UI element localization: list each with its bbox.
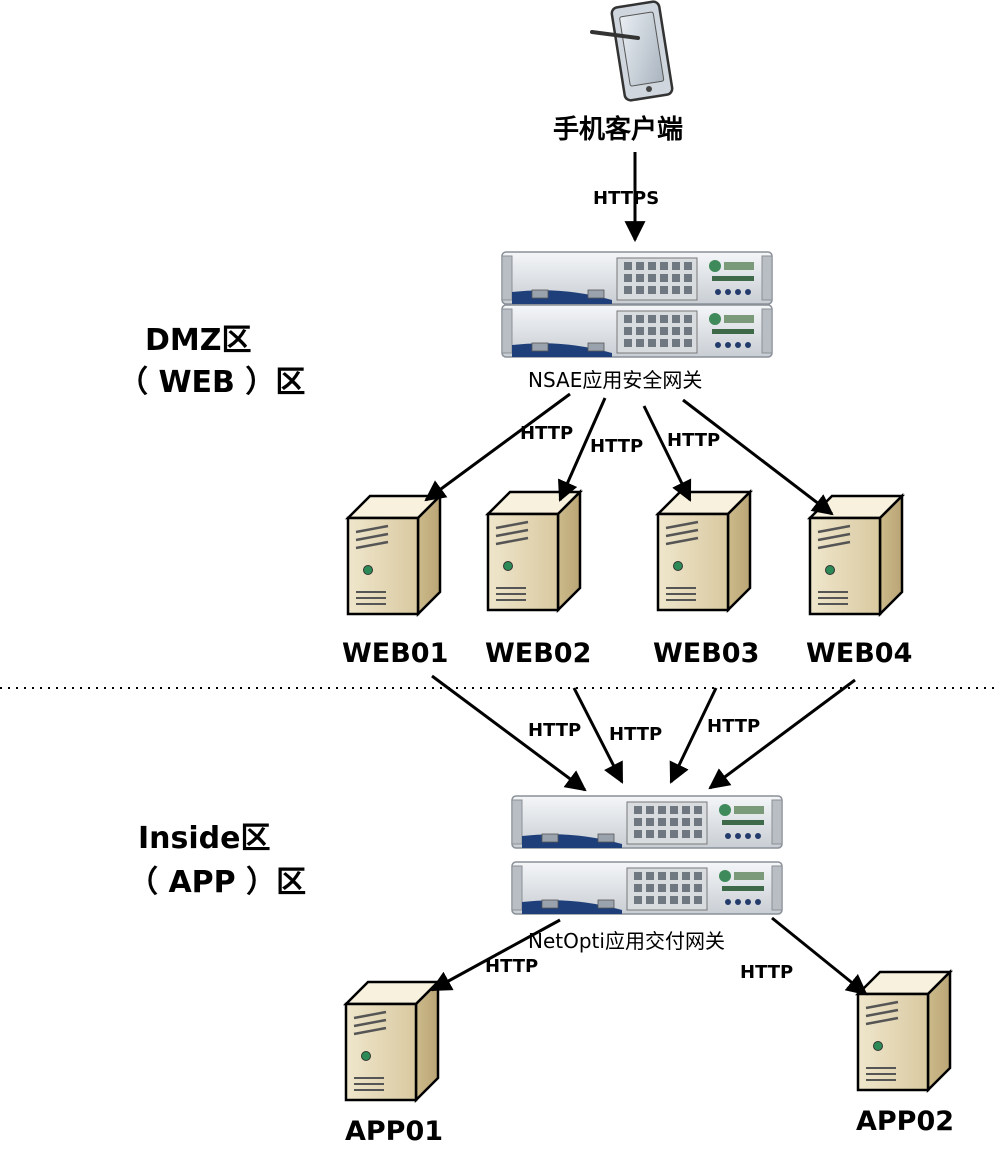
web04-label: WEB04	[806, 638, 913, 669]
app01-label: APP01	[345, 1116, 444, 1147]
arrow-to-web04	[682, 398, 834, 516]
nsae-gateway-label: NSAE应用安全网关	[528, 368, 703, 392]
web01-label: WEB01	[342, 638, 449, 669]
web02-label: WEB02	[485, 638, 592, 669]
http-label-app01: HTTP	[485, 956, 539, 977]
arrow-to-web03	[642, 405, 692, 502]
netopti-gateway-label: NetOpti应用交付网关	[528, 929, 725, 953]
dmz-zone-subtitle: （ WEB ）区	[118, 365, 306, 400]
arrow-web04-to-netopti	[708, 678, 856, 790]
http-label-web02-netopti: HTTP	[609, 724, 663, 745]
app02-server-icon	[856, 970, 952, 1092]
web01-server-icon	[346, 494, 442, 616]
arrow-web02-to-netopti	[572, 687, 624, 784]
http-label-web01-netopti: HTTP	[528, 720, 582, 741]
inside-zone-subtitle: （ APP ）区	[128, 865, 307, 900]
netopti-gateway-icon	[511, 795, 783, 915]
inside-zone-title: Inside区	[138, 821, 271, 856]
web04-server-icon	[808, 494, 904, 616]
http-label-web03: HTTP	[667, 430, 721, 451]
http-label-web02: HTTP	[590, 436, 644, 457]
arrow-web03-to-netopti	[669, 687, 718, 784]
arrow-to-app02	[771, 916, 868, 996]
web03-label: WEB03	[653, 638, 760, 669]
web02-server-icon	[486, 490, 582, 612]
arrow-web01-to-netopti	[431, 674, 587, 792]
client-label: 手机客户端	[553, 115, 684, 145]
http-label-app02: HTTP	[740, 962, 794, 983]
http-label-web04-netopti: HTTP	[707, 716, 761, 737]
tablet-icon	[590, 0, 674, 102]
app02-label: APP02	[856, 1106, 955, 1137]
web03-server-icon	[656, 490, 752, 612]
http-label-web01: HTTP	[520, 423, 574, 444]
arrow-to-web02	[558, 397, 607, 502]
arrow-to-app01	[430, 918, 561, 992]
dmz-zone-title: DMZ区	[145, 323, 252, 358]
nsae-gateway-icon	[501, 251, 773, 358]
app01-server-icon	[344, 980, 440, 1102]
arrow-to-web01	[424, 392, 571, 502]
https-label: HTTPS	[593, 188, 660, 209]
